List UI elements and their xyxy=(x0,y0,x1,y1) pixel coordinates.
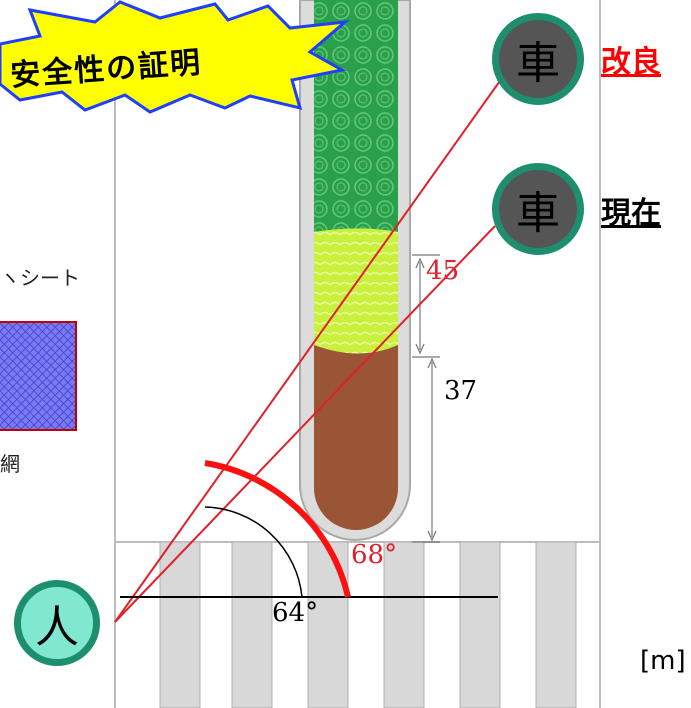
angle-current-label: 64° xyxy=(272,598,319,628)
vehicle-improved-icon: 車 xyxy=(492,13,584,105)
dimension-lower: 37 xyxy=(444,376,478,406)
angle-arc-improved xyxy=(204,460,351,598)
label-current: 現在 xyxy=(601,196,661,231)
dimension-upper: 45 xyxy=(426,256,460,286)
legend-sheet-text: ヽシート xyxy=(0,266,80,290)
person-icon: 人 xyxy=(14,580,100,666)
unit-label: [m] xyxy=(640,646,686,676)
vehicle-current-icon: 車 xyxy=(492,163,584,255)
angle-arc-current xyxy=(204,506,303,598)
label-improved: 改良 xyxy=(601,45,661,80)
soil-area xyxy=(314,345,398,530)
legend-net-text: 網 xyxy=(0,452,20,476)
safety-banner-burst xyxy=(0,0,350,114)
dimension-lines xyxy=(412,254,440,543)
sightline-improved xyxy=(114,77,503,623)
planting-dark xyxy=(314,0,398,232)
sightline-current xyxy=(114,225,496,623)
planting-light xyxy=(314,228,398,354)
angle-improved-label: 68° xyxy=(351,540,398,570)
legend-net-swatch xyxy=(0,321,77,431)
